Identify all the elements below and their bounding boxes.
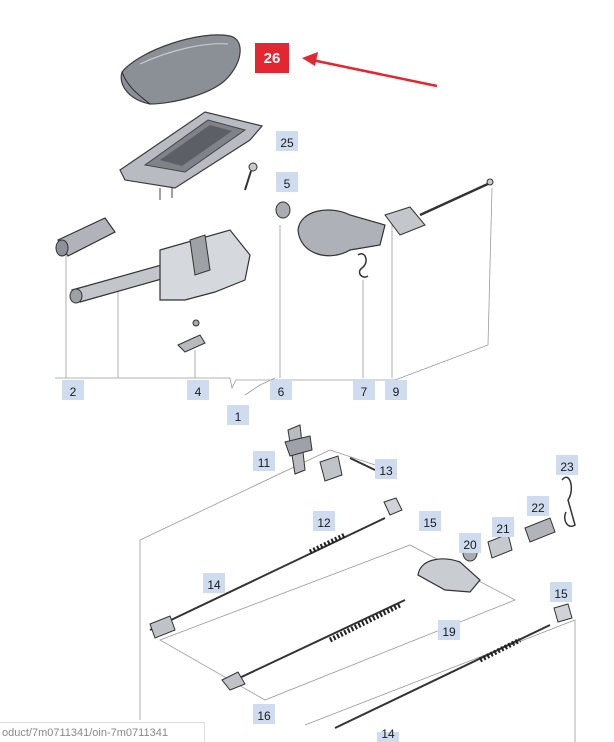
handle-grip-cover [120, 34, 241, 105]
callout-number: 9 [392, 385, 400, 399]
callout-label: 15 [419, 511, 441, 531]
callout-number: 6 [277, 385, 285, 399]
adjuster-nut [487, 533, 513, 559]
callout-label: 4 [187, 380, 209, 400]
callout-label: 7 [353, 380, 375, 400]
compression-spring [524, 517, 556, 543]
callout-label: 15 [550, 582, 572, 602]
callout-number: 25 [280, 136, 294, 150]
callout-number: 12 [317, 516, 331, 530]
callout-number: 7 [360, 385, 368, 399]
brake-cable [334, 624, 551, 729]
callout-label: 14 [203, 573, 225, 593]
callout-label: 9 [385, 380, 407, 400]
callout-number: 21 [496, 522, 510, 536]
brake-cable [149, 517, 386, 639]
bracket [284, 424, 313, 475]
callout-label: 22 [527, 496, 549, 516]
callout-number: 16 [257, 709, 271, 723]
clip [319, 455, 343, 482]
callout-number: 11 [257, 456, 271, 470]
callout-label: 25 [276, 131, 298, 151]
callout-label: 19 [438, 620, 460, 640]
callout-label: 20 [459, 533, 481, 553]
equalizer [417, 558, 481, 593]
callout-label: 2 [62, 380, 84, 400]
callout-label: 21 [492, 517, 514, 537]
return-spring [561, 476, 576, 527]
callout-number: 1 [234, 410, 242, 424]
status-url: oduct/7m0711341/oin-7m0711341 [0, 722, 205, 742]
callout-label: 11 [253, 451, 275, 471]
callout-label: 14 [377, 728, 399, 742]
callout-number: 4 [194, 385, 202, 399]
callout-number: 15 [554, 587, 568, 601]
callout-number: 20 [463, 538, 477, 552]
callout-number: 2 [69, 385, 77, 399]
pin [349, 457, 376, 471]
lever-sleeve [55, 217, 116, 257]
callout-label: 12 [313, 511, 335, 531]
grommet [275, 201, 291, 219]
callout-number: 15 [423, 516, 437, 530]
callout-number: 19 [442, 625, 456, 639]
brake-cable [221, 599, 406, 691]
retaining-clip [553, 603, 573, 623]
screw [244, 162, 258, 191]
callout-number: 22 [531, 501, 545, 515]
boot-and-cable [297, 178, 494, 257]
callout-number: 14 [207, 578, 221, 592]
callout-label: 5 [276, 172, 298, 192]
callout-number: 13 [379, 464, 393, 478]
highlight-arrow [302, 52, 438, 88]
callout-number: 14 [381, 727, 395, 741]
callout-number: 5 [283, 177, 291, 191]
console-cover [119, 111, 264, 200]
callout-label: 13 [375, 459, 397, 479]
handbrake-lever [69, 229, 251, 304]
callout-label: 1 [227, 405, 249, 425]
callout-label: 23 [556, 455, 578, 475]
highlighted-part-label: 26 [255, 43, 289, 73]
leader-lines [55, 187, 576, 742]
callout-label: 6 [270, 380, 292, 400]
callout-label: 16 [253, 704, 275, 724]
cable-clip [177, 319, 206, 353]
spring-clip [357, 253, 369, 278]
callout-number: 23 [560, 460, 574, 474]
retaining-clip [383, 497, 403, 516]
